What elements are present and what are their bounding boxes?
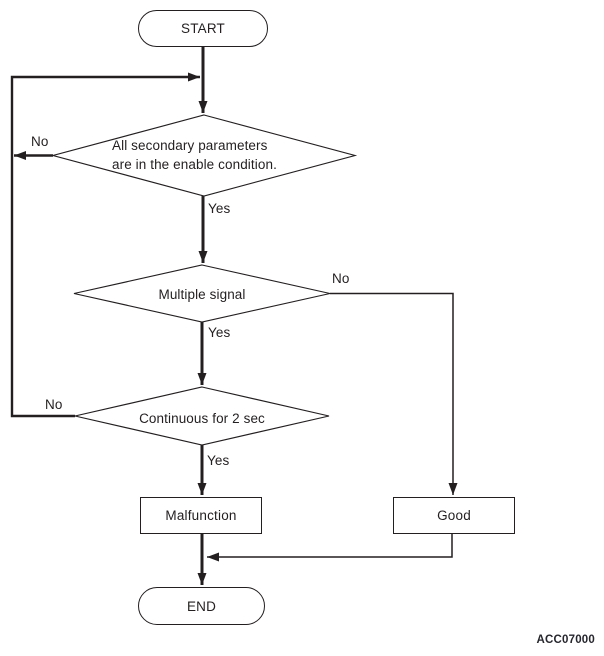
- edge-good-to-end-junction: [207, 534, 453, 562]
- good-node: Good: [393, 497, 515, 534]
- decision2-no-label: No: [332, 271, 350, 286]
- decision-1-label-line1: All secondary parameters: [112, 138, 268, 153]
- decision-2-label: Multiple signal: [158, 287, 246, 302]
- edge-no-return-loop: [10, 72, 200, 418]
- malfunction-node: Malfunction: [140, 497, 262, 534]
- figure-code: ACC07000: [536, 634, 595, 646]
- end-node: END: [138, 587, 265, 625]
- decision1-no-label: No: [31, 134, 49, 149]
- end-label: END: [186, 598, 217, 614]
- decision2-yes-label: Yes: [208, 325, 231, 340]
- decision3-no-label: No: [45, 397, 63, 412]
- decision-3-label: Continuous for 2 sec: [139, 411, 265, 426]
- malfunction-label: Malfunction: [165, 508, 237, 523]
- good-label: Good: [437, 508, 471, 523]
- decision1-yes-label: Yes: [208, 201, 231, 216]
- start-node: START: [138, 10, 268, 47]
- decision3-yes-label: Yes: [207, 453, 230, 468]
- edge-decision2-no: [330, 292, 458, 495]
- decision-1-label: All secondary parameters are in the enab…: [112, 136, 277, 174]
- decision-1-label-line2: are in the enable condition.: [112, 157, 277, 172]
- start-label: START: [180, 21, 225, 36]
